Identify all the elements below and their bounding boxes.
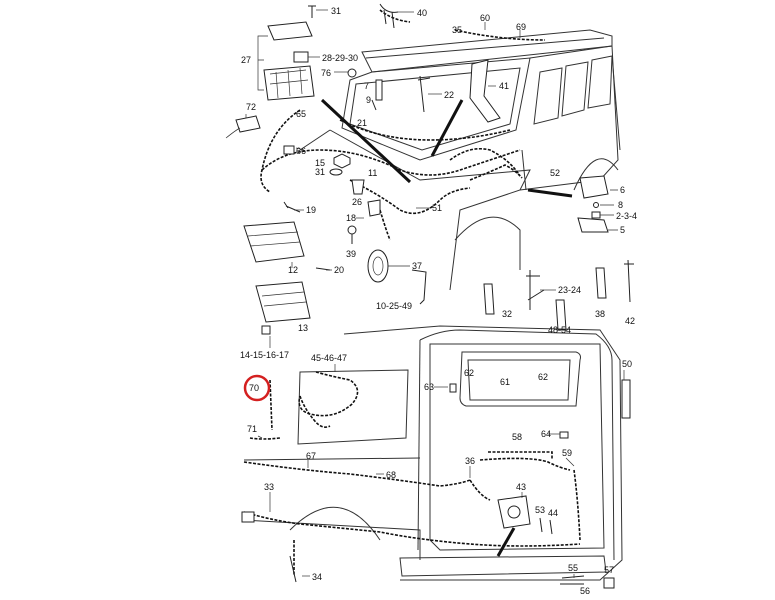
callout-64: 64 <box>541 429 551 439</box>
callout-41: 41 <box>499 81 509 91</box>
callout-6: 6 <box>620 185 625 195</box>
callout-61: 61 <box>500 377 510 387</box>
callout-15: 15 <box>315 158 325 168</box>
callout-42: 42 <box>625 316 635 326</box>
callout-58: 58 <box>512 432 522 442</box>
callout-66: 66 <box>296 146 306 156</box>
callout-37: 37 <box>412 261 422 271</box>
callout-69: 69 <box>516 22 526 32</box>
callout-65: 65 <box>296 109 306 119</box>
callout-14-15-16-17: 14-15-16-17 <box>240 350 289 360</box>
callout-26: 26 <box>352 197 362 207</box>
lower-vehicle-body <box>243 325 623 581</box>
callout-63: 63 <box>424 382 434 392</box>
highlight-circle-70 <box>243 374 271 402</box>
pointer-line-c <box>527 188 573 198</box>
callout-55: 55 <box>568 563 578 573</box>
callout-38: 38 <box>595 309 605 319</box>
callout-31-mid: 31 <box>315 167 325 177</box>
lower-wiring-harness <box>243 371 581 576</box>
callout-44: 44 <box>548 508 558 518</box>
pointer-line-b <box>430 99 464 157</box>
callout-45-46-47: 45-46-47 <box>311 353 347 363</box>
callout-35: 35 <box>452 25 462 35</box>
leader-lines <box>245 9 625 578</box>
callout-19: 19 <box>306 205 316 215</box>
callout-31-top: 31 <box>331 6 341 16</box>
callout-20: 20 <box>334 265 344 275</box>
callout-52: 52 <box>550 168 560 178</box>
callout-70: 70 <box>249 383 259 393</box>
callout-67: 67 <box>306 451 316 461</box>
callout-60: 60 <box>480 13 490 23</box>
callout-40: 40 <box>417 8 427 18</box>
callout-48-54: 48-54 <box>548 325 571 335</box>
callout-32: 32 <box>502 309 512 319</box>
callout-59: 59 <box>562 448 572 458</box>
callout-72: 72 <box>246 102 256 112</box>
callout-71: 71 <box>247 424 257 434</box>
callout-27: 27 <box>241 55 251 65</box>
pointer-line-d <box>496 527 516 557</box>
callout-5: 5 <box>620 225 625 235</box>
callout-11: 11 <box>368 168 377 178</box>
callout-50: 50 <box>622 359 632 369</box>
callout-23-24: 23-24 <box>558 285 581 295</box>
callout-43: 43 <box>516 482 526 492</box>
callout-10-25-49: 10-25-49 <box>376 301 412 311</box>
callout-62-left: 62 <box>464 368 474 378</box>
callout-34: 34 <box>312 572 322 582</box>
callout-9: 9 <box>366 95 371 105</box>
callout-22: 22 <box>444 90 454 100</box>
callout-56: 56 <box>580 586 590 596</box>
callout-12: 12 <box>288 265 298 275</box>
callout-76: 76 <box>321 68 331 78</box>
upper-wiring-harness <box>260 9 546 241</box>
callout-28-29-30: 28-29-30 <box>322 53 358 63</box>
callout-13: 13 <box>298 323 308 333</box>
callout-57: 57 <box>604 565 614 575</box>
callout-labels: 31 40 60 69 35 27 28-29-30 76 7 22 41 72… <box>240 6 637 596</box>
callout-21: 21 <box>357 118 367 128</box>
callout-36: 36 <box>465 456 475 466</box>
callout-62-right: 62 <box>538 372 548 382</box>
callout-2-3-4: 2-3-4 <box>616 211 637 221</box>
callout-68: 68 <box>386 470 396 480</box>
callout-51: 51 <box>432 203 442 213</box>
upper-parts <box>225 3 634 335</box>
callout-7: 7 <box>364 81 369 91</box>
callout-8: 8 <box>618 200 623 210</box>
callout-53: 53 <box>535 505 545 515</box>
callout-39: 39 <box>346 249 356 259</box>
pointer-line-a <box>320 98 412 184</box>
callout-18: 18 <box>346 213 356 223</box>
lower-parts <box>241 379 631 589</box>
callout-33: 33 <box>264 482 274 492</box>
